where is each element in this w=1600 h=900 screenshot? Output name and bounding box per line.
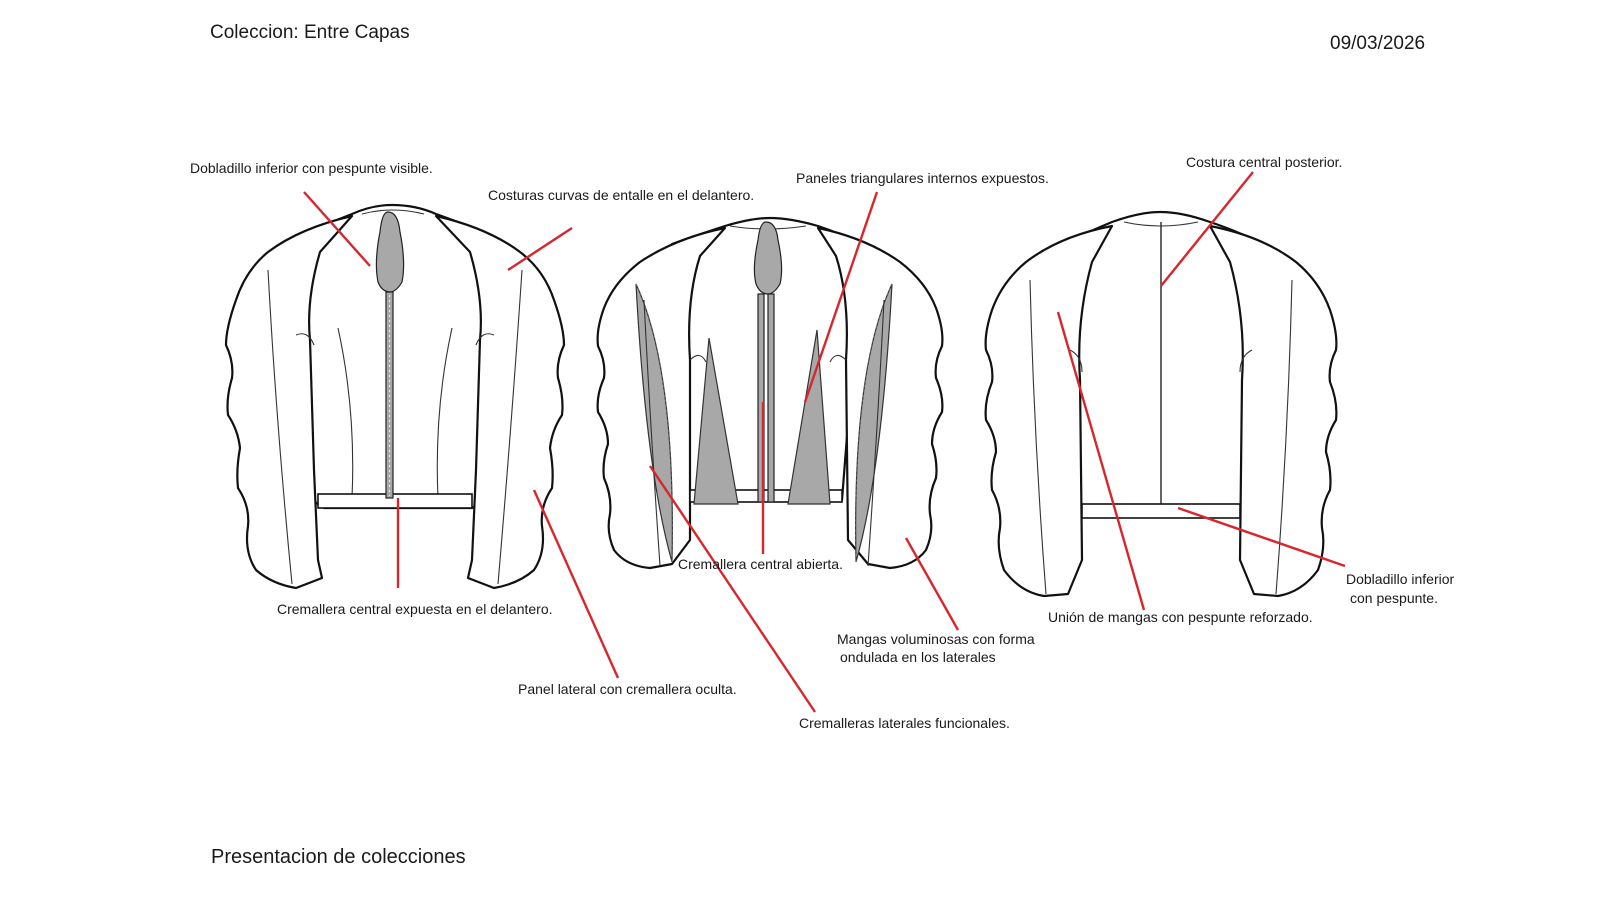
left-triangle-panel [693, 337, 739, 505]
front-left-sleeve [224, 214, 354, 590]
right-triangle-panel [787, 329, 831, 505]
label-back-seam: Costura central posterior. [1186, 154, 1343, 170]
leader-triangular-panels [803, 191, 879, 403]
label-side-zips: Cremalleras laterales funcionales. [799, 715, 1010, 731]
back-right-sleeve [1208, 224, 1338, 598]
leader-side-panel [532, 489, 620, 679]
right-side-zip-panel [855, 283, 893, 563]
presentation-footer: Presentacion de colecciones [211, 846, 466, 868]
front-view [224, 203, 566, 590]
date-label: 09/03/2026 [1330, 33, 1426, 54]
label-triangular-panels: Paneles triangulares internos expuestos. [796, 170, 1049, 186]
leader-front-hem [303, 191, 371, 267]
label-front-curved-seams: Costuras curvas de entalle en el delante… [488, 187, 755, 203]
leader-sleeve-join [1056, 311, 1146, 611]
label-open-zip: Cremallera central abierta. [678, 556, 843, 572]
leader-back-hem [1177, 506, 1346, 568]
label-volume-sleeves-1: Mangas voluminosas con forma [837, 631, 1035, 647]
front-right-sleeve [434, 214, 566, 590]
leader-volume-sleeves [904, 537, 960, 631]
back-left-sleeve [984, 224, 1114, 598]
label-side-panel: Panel lateral con cremallera oculta. [518, 681, 737, 697]
label-front-hem: Dobladillo inferior con pespunte visible… [190, 160, 433, 176]
leader-back-seam [1160, 171, 1254, 287]
back-view [984, 210, 1338, 598]
label-back-hem-1: Dobladillo inferior [1346, 571, 1455, 587]
leader-side-zips [649, 465, 816, 713]
label-back-hem-2: con pespunte. [1350, 590, 1438, 606]
label-volume-sleeves-2: ondulada en los laterales [840, 649, 996, 665]
collection-title: Coleccion: Entre Capas [210, 22, 410, 43]
left-side-zip-panel [635, 283, 673, 563]
leader-front-curved-seams [507, 226, 573, 272]
label-sleeve-join: Unión de mangas con pespunte reforzado. [1048, 609, 1313, 625]
leader-lines [303, 171, 1346, 713]
open-front-view [596, 216, 944, 570]
label-front-zip: Cremallera central expuesta en el delant… [277, 601, 553, 617]
